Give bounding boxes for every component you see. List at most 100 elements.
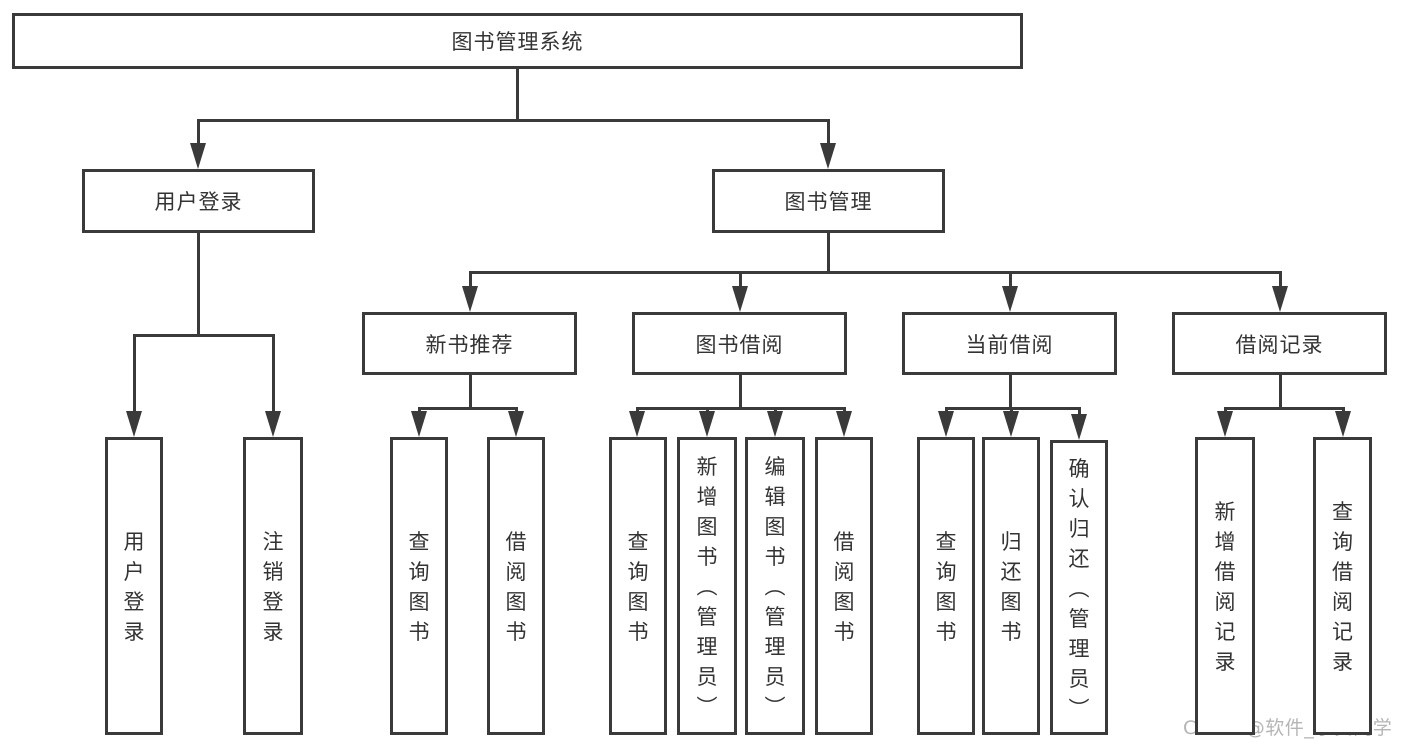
node-label: 新增借阅记录 (1198, 440, 1252, 732)
connector-bar (635, 406, 846, 410)
node-leaf-add-books-admin: 新增图书（管理员） (677, 437, 737, 735)
connector-bar (944, 406, 1081, 410)
node-label-char: 增 (1214, 530, 1236, 554)
connector-bar (132, 333, 275, 337)
node-label-char: 归 (1068, 516, 1090, 541)
node-label-char: 书 (1000, 620, 1022, 644)
arrowhead-down-icon (265, 411, 281, 437)
node-label: 借阅记录 (1235, 332, 1324, 357)
node-label-char: 查 (408, 530, 430, 554)
node-label: 新书推荐 (425, 332, 514, 357)
node-label-char: 员 (1068, 666, 1090, 691)
node-borrowing-records: 借阅记录 (1172, 312, 1387, 375)
node-label-char: 辑 (764, 485, 786, 509)
node-label-char: 借 (833, 530, 855, 554)
node-label-char: 阅 (833, 560, 855, 584)
arrowhead-down-icon (938, 411, 954, 437)
node-label: 编辑图书（管理员） (748, 440, 802, 732)
node-label: 当前借阅 (965, 332, 1054, 357)
arrowhead-down-icon (411, 411, 427, 437)
node-label-char: ） (694, 695, 718, 717)
node-label-char: ） (762, 695, 786, 717)
node-book-borrowing: 图书借阅 (632, 312, 847, 375)
node-label-char: 图 (627, 590, 649, 614)
arrowhead-down-icon (836, 411, 852, 437)
node-user-login: 用户登录 (82, 169, 315, 233)
node-new-book-recommend: 新书推荐 (362, 312, 577, 375)
node-label-char: 理 (696, 635, 718, 659)
node-label-char: 借 (1214, 560, 1236, 584)
node-label-char: 登 (262, 590, 284, 614)
node-label-char: 管 (696, 605, 718, 629)
node-leaf-confirm-return-admin: 确认归还（管理员） (1050, 440, 1108, 735)
node-label-char: 图 (833, 590, 855, 614)
node-label-char: 员 (696, 665, 718, 689)
node-label-char: 借 (1332, 560, 1353, 584)
node-leaf-add-borrow-record: 新增借阅记录 (1195, 437, 1255, 735)
node-label-char: 理 (764, 635, 786, 659)
arrowhead-down-icon (767, 411, 783, 437)
node-label: 用户登录 (108, 440, 160, 732)
node-label-char: 新 (1214, 500, 1236, 524)
arrowhead-down-icon (126, 411, 142, 437)
arrowhead-down-icon (1217, 411, 1233, 437)
node-label-char: 用 (123, 530, 145, 554)
node-library-management-system: 图书管理系统 (12, 13, 1023, 69)
node-label-char: 录 (123, 620, 145, 644)
node-label-char: 员 (764, 665, 786, 689)
node-label-char: 记 (1332, 620, 1353, 644)
connector-stem (738, 375, 742, 410)
arrowhead-down-icon (1071, 414, 1087, 440)
node-label-char: 阅 (1332, 590, 1353, 614)
node-label-char: （ (1066, 577, 1090, 598)
node-label-char: ） (1066, 697, 1090, 718)
node-label: 借阅图书 (818, 440, 870, 732)
node-label: 确认归还（管理员） (1053, 443, 1105, 732)
arrowhead-down-icon (699, 411, 715, 437)
connector-drop (738, 272, 742, 292)
connector-bar (196, 118, 830, 122)
node-label-char: 编 (764, 455, 786, 479)
node-label-char: 记 (1214, 620, 1236, 644)
node-label-char: （ (762, 575, 786, 597)
node-leaf-return-books: 归还图书 (982, 437, 1040, 735)
node-label: 查询图书 (393, 440, 445, 732)
node-label-char: 管 (1068, 606, 1090, 631)
connector-drop (1278, 272, 1282, 292)
node-label: 新增图书（管理员） (680, 440, 734, 732)
node-label-char: 阅 (1214, 590, 1236, 614)
node-leaf-query-books-1: 查询图书 (390, 437, 448, 735)
connector-stem (468, 375, 472, 410)
connector-drop (132, 335, 136, 417)
node-label-char: 书 (833, 620, 855, 644)
node-label: 图书管理 (784, 190, 873, 214)
arrowhead-down-icon (462, 286, 478, 312)
node-label-char: 认 (1068, 486, 1090, 511)
arrowhead-down-icon (1002, 286, 1018, 312)
node-label-char: 户 (123, 560, 145, 584)
arrowhead-down-icon (508, 411, 524, 437)
node-label-char: 销 (262, 560, 284, 584)
node-leaf-query-borrow-record: 查询借阅记录 (1313, 437, 1372, 735)
node-label-char: 新 (696, 455, 718, 479)
node-leaf-query-books-2: 查询图书 (609, 437, 667, 735)
node-label-char: 询 (408, 560, 430, 584)
node-label-char: 书 (408, 620, 430, 644)
node-label-char: 借 (505, 530, 527, 554)
node-leaf-borrow-books-1: 借阅图书 (487, 437, 545, 735)
node-leaf-user-login: 用户登录 (105, 437, 163, 735)
connector-bar (1223, 406, 1345, 410)
node-label: 图书管理系统 (451, 30, 584, 54)
node-label-char: 确 (1068, 456, 1090, 481)
connector-drop (1008, 272, 1012, 292)
arrowhead-down-icon (629, 411, 645, 437)
node-label-char: 图 (408, 590, 430, 614)
node-label-char: 图 (505, 590, 527, 614)
node-label-char: 阅 (505, 560, 527, 584)
node-label-char: 录 (1332, 650, 1353, 674)
connector-stem (196, 233, 200, 337)
node-label-char: 书 (627, 620, 649, 644)
node-label-char: 增 (696, 485, 718, 509)
node-label-char: 图 (935, 590, 957, 614)
